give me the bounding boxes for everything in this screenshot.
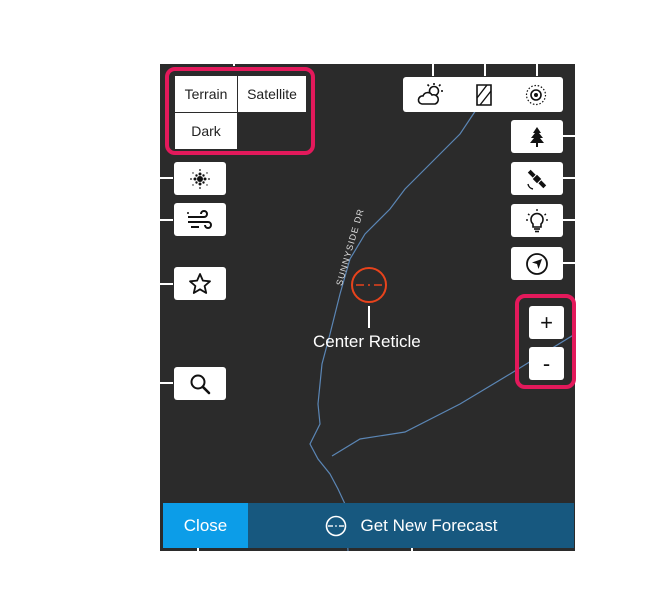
callout-tick (484, 64, 486, 76)
wind-button[interactable] (174, 203, 226, 236)
callout-tick (563, 177, 575, 179)
lightbulb-icon (525, 208, 549, 234)
radar-icon (186, 167, 214, 191)
vegetation-button[interactable] (511, 120, 563, 153)
zoom-in-button[interactable]: + (529, 306, 564, 339)
search-icon (189, 373, 211, 395)
sun-icon (523, 82, 549, 108)
overlay-button[interactable] (473, 82, 495, 108)
callout-tick (233, 60, 235, 66)
satellite-icon (524, 166, 550, 192)
satellite-layer-button[interactable]: Satellite (238, 76, 306, 112)
top-right-toolbar (403, 77, 563, 112)
favorites-button[interactable] (174, 267, 226, 300)
callout-tick (160, 382, 173, 384)
callout-tick (160, 219, 173, 221)
callout-tick (160, 177, 173, 179)
river-lines (309, 103, 575, 551)
locate-button[interactable] (511, 247, 563, 280)
callout-tick (563, 262, 575, 264)
brightness-button[interactable] (523, 82, 549, 108)
center-reticle (350, 266, 388, 304)
get-forecast-label: Get New Forecast (360, 515, 498, 535)
reticle-icon (325, 515, 361, 537)
callout-tick (563, 219, 575, 221)
satellite-button[interactable] (511, 162, 563, 195)
zoom-controls-highlight (515, 294, 576, 389)
search-button[interactable] (174, 367, 226, 400)
terrain-layer-button[interactable]: Terrain (175, 76, 237, 112)
callout-tick (160, 283, 173, 285)
callout-tick (432, 64, 434, 76)
callout-tick (536, 64, 538, 76)
reticle-caption: Center Reticle (313, 332, 421, 351)
bottom-action-bar: Close Get New Forecast (163, 503, 574, 548)
get-forecast-button[interactable]: Get New Forecast (248, 503, 574, 548)
locate-icon (525, 252, 549, 276)
layer-switcher-highlight (165, 67, 315, 155)
callout-tick (411, 548, 413, 558)
dark-layer-button[interactable]: Dark (175, 113, 237, 149)
partly-cloudy-icon (417, 82, 445, 108)
close-button[interactable]: Close (163, 503, 248, 548)
reticle-callout-line (368, 306, 370, 328)
overlay-icon (473, 82, 495, 108)
callout-tick (197, 548, 199, 558)
star-icon (188, 272, 212, 296)
wind-icon (186, 209, 214, 231)
zoom-out-button[interactable]: - (529, 347, 564, 380)
close-button-label: Close (183, 515, 228, 535)
weather-conditions-button[interactable] (417, 82, 445, 108)
tips-button[interactable] (511, 204, 563, 237)
callout-tick (563, 135, 575, 137)
radar-button[interactable] (174, 162, 226, 195)
tree-icon (528, 126, 546, 148)
